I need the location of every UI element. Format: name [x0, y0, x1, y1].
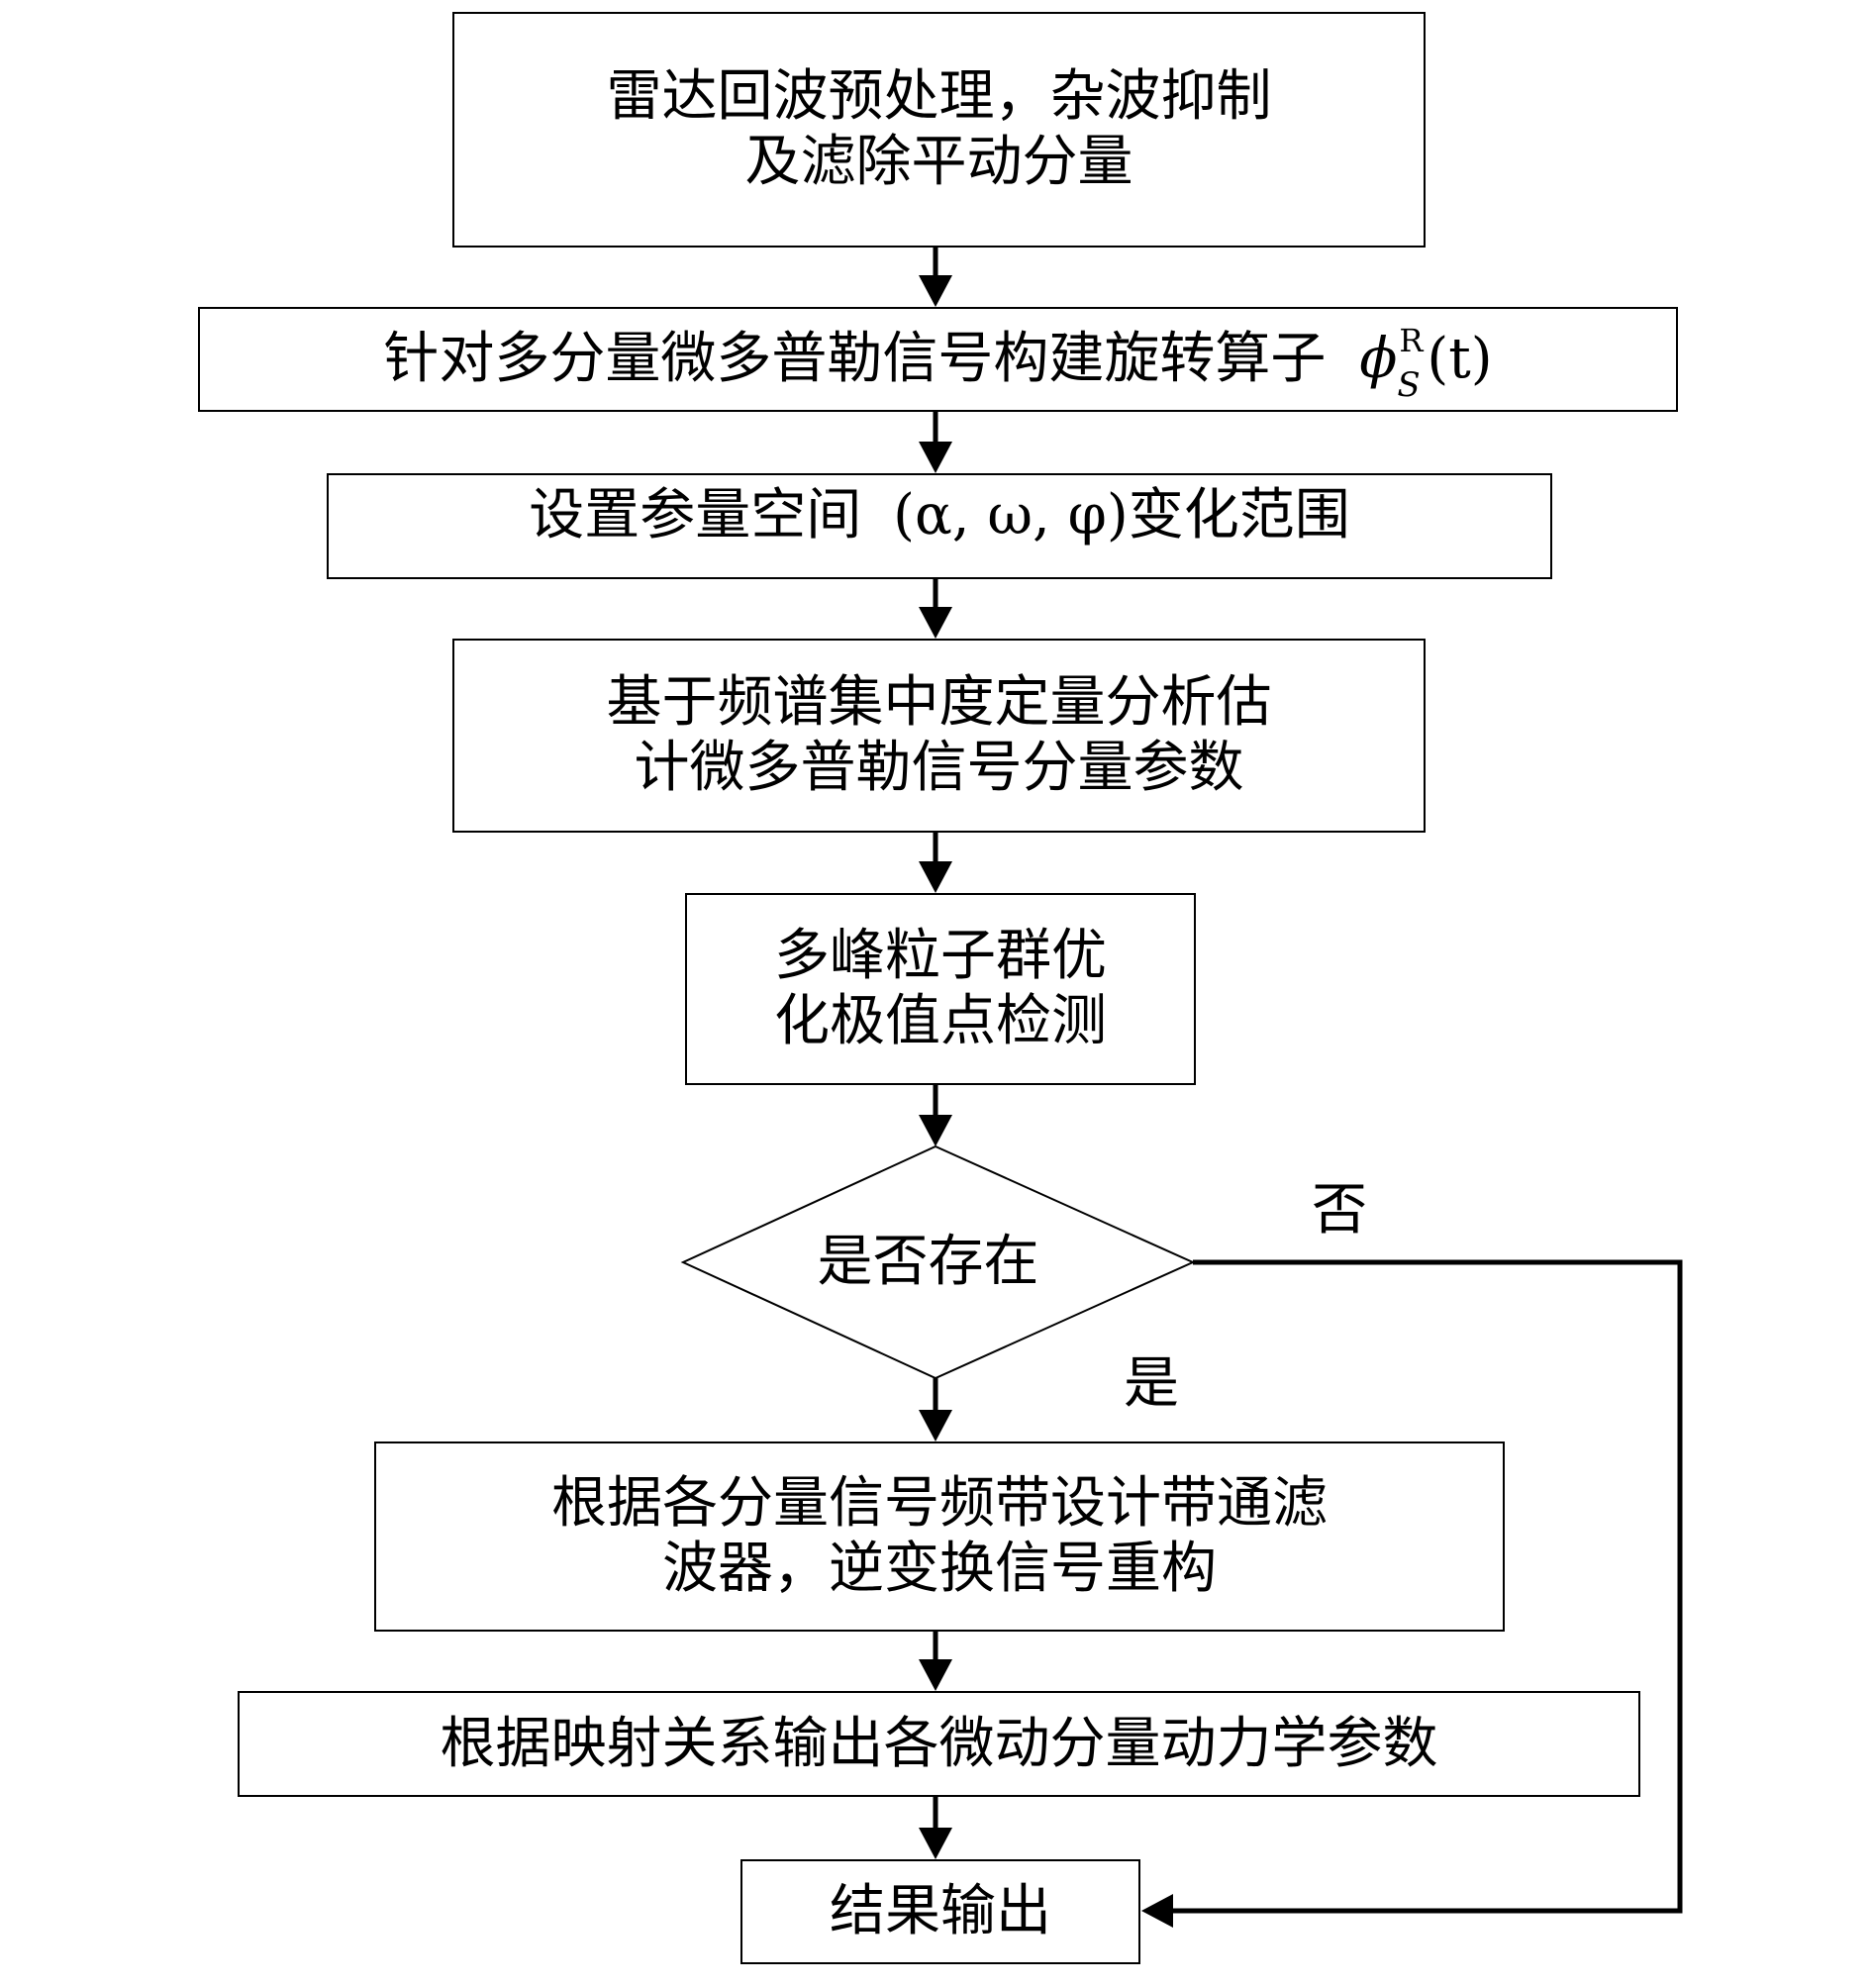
step-estimate-line1: 基于频谱集中度定量分析估 [606, 670, 1272, 735]
step-param-space: 设置参量空间 (α, ω, φ)变化范围 [327, 473, 1552, 579]
step-result: 结果输出 [740, 1859, 1140, 1964]
step-filter-line2: 波器，逆变换信号重构 [662, 1537, 1217, 1601]
step-filter-line1: 根据各分量信号频带设计带通滤 [551, 1471, 1328, 1536]
arrow-rotation-to-param [919, 412, 952, 473]
step-param-space-content: 设置参量空间 (α, ω, φ)变化范围 [529, 483, 1349, 548]
decision-text: 是否存在 [817, 1230, 1039, 1294]
step-mapping-text: 根据映射关系输出各微动分量动力学参数 [440, 1711, 1438, 1776]
step-preprocess-line1: 雷达回波预处理，杂波抑制 [606, 64, 1272, 129]
decision-yes-label: 是 [1124, 1351, 1179, 1416]
step-pso: 多峰粒子群优 化极值点检测 [685, 893, 1196, 1085]
decision-no-label: 否 [1312, 1178, 1367, 1242]
step-pso-line2: 化极值点检测 [774, 989, 1107, 1053]
step-estimate-line2: 计微多普勒信号分量参数 [634, 736, 1244, 800]
step-mapping: 根据映射关系输出各微动分量动力学参数 [238, 1691, 1640, 1797]
arrow-mapping-to-result [919, 1797, 952, 1859]
step-rotation-operator-text: 针对多分量微多普勒信号构建旋转算子 [383, 327, 1327, 391]
step-estimate: 基于频谱集中度定量分析估 计微多普勒信号分量参数 [452, 639, 1426, 833]
arrow-decision-to-filter [919, 1378, 952, 1441]
step-result-text: 结果输出 [830, 1879, 1051, 1943]
param-space-suffix: 变化范围 [1128, 482, 1350, 547]
arrow-filter-to-mapping [919, 1632, 952, 1691]
rotation-operator-argument: (t) [1427, 327, 1493, 391]
step-filter: 根据各分量信号频带设计带通滤 波器，逆变换信号重构 [374, 1441, 1505, 1632]
rotation-operator-symbol: ϕ [1359, 327, 1398, 391]
arrow-estimate-to-pso [919, 833, 952, 893]
arrow-decision-no-to-result [1141, 1259, 1683, 1928]
arrow-pso-to-decision [919, 1085, 952, 1146]
step-preprocess: 雷达回波预处理，杂波抑制 及滤除平动分量 [452, 12, 1426, 248]
decision-text-wrap: 是否存在 [683, 1218, 1193, 1307]
step-pso-line1: 多峰粒子群优 [774, 924, 1107, 988]
arrow-param-to-estimate [919, 579, 952, 639]
rotation-operator-superscript: R [1399, 322, 1424, 359]
rotation-operator-subscript: S [1397, 365, 1421, 405]
param-space-tuple: (α, ω, φ) [893, 482, 1129, 547]
arrow-preprocess-to-rotation [919, 248, 952, 307]
step-preprocess-line2: 及滤除平动分量 [744, 130, 1133, 194]
decision-diamond [680, 1144, 1196, 1380]
param-space-prefix: 设置参量空间 [529, 482, 862, 547]
